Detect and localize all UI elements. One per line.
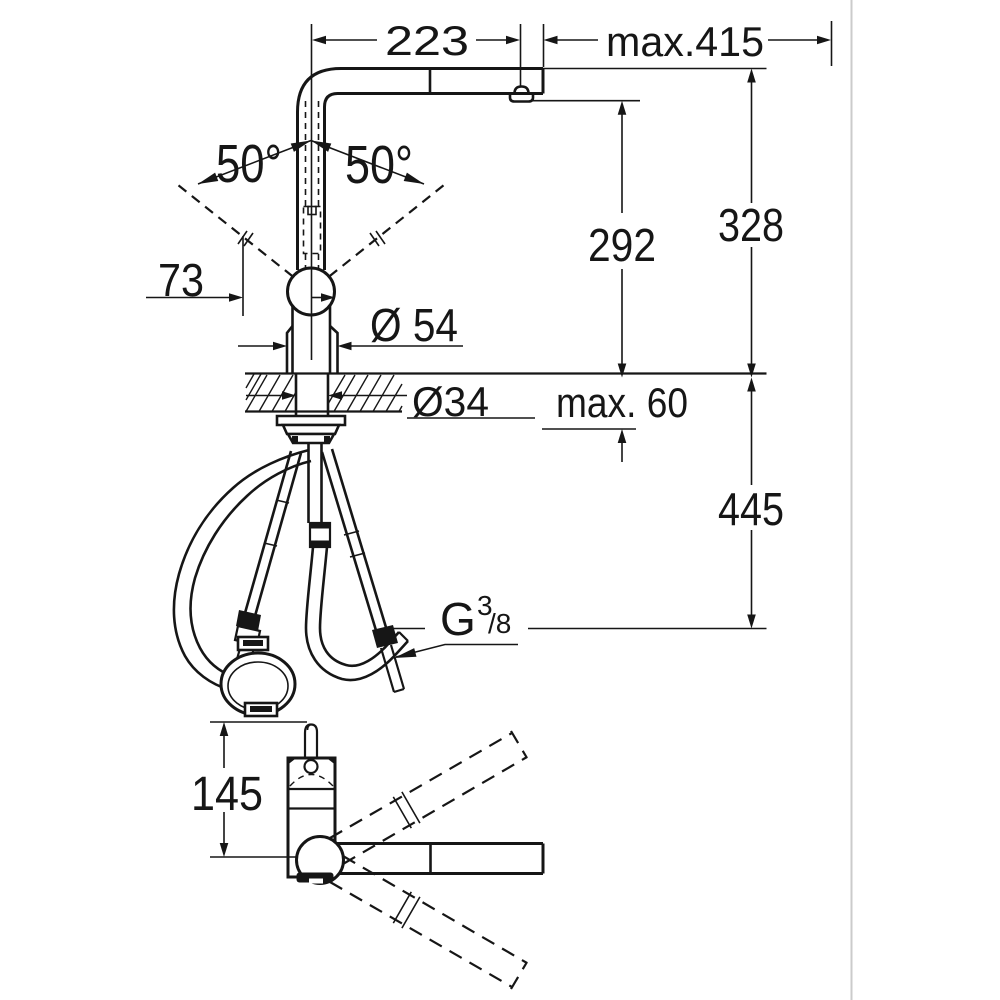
- dim-328: [747, 68, 756, 378]
- dim-d34: [246, 391, 407, 400]
- label-445: 445: [718, 483, 784, 535]
- worktop-hatching: [245, 373, 403, 412]
- label-d54: Ø 54: [370, 299, 458, 351]
- thread-denominator: /8: [488, 608, 511, 639]
- under-counter-hoses: [172, 373, 409, 718]
- thread-leader: [394, 643, 518, 658]
- label-328: 328: [718, 199, 784, 251]
- tailpiece: [307, 443, 323, 523]
- pullout-hose-loop-outer: [172, 448, 310, 692]
- plan-dome-dashed: [289, 773, 334, 787]
- plan-spout-arm: [330, 842, 545, 875]
- body-neck: [285, 305, 339, 373]
- spout-inner-edge: [323, 92, 543, 270]
- label-thread: G 3 /8: [440, 590, 511, 645]
- label-50-right: 50°: [345, 135, 413, 195]
- nozzle: [508, 85, 535, 103]
- inner-hose-clip: [307, 205, 317, 216]
- hose-connector: [308, 521, 332, 549]
- angle-line-right: [310, 139, 425, 185]
- label-223: 223: [385, 17, 469, 64]
- pullout-hose-loop-inner: [189, 459, 312, 679]
- faucet-outline: [285, 67, 545, 373]
- lever-left-break: [237, 230, 254, 247]
- extension-lines: [242, 21, 833, 630]
- supply-hose-left: [233, 450, 303, 664]
- pullout-hose-center: [304, 546, 409, 682]
- lever-left-dashed: [177, 184, 294, 278]
- dim-145: [210, 721, 320, 858]
- dim-445: [747, 377, 756, 629]
- plan-base-notch: [309, 878, 323, 884]
- spout-outer-edge: [296, 67, 543, 270]
- label-292: 292: [588, 219, 656, 271]
- handle-swing: [177, 139, 445, 278]
- label-145: 145: [191, 768, 263, 821]
- inner-hose-dashed: [302, 101, 322, 268]
- supply-hose-right: [320, 448, 406, 694]
- lever-right-break: [369, 230, 386, 247]
- dim-223-max415: [312, 35, 831, 45]
- plan-base-band: [296, 872, 334, 883]
- plan-view: 145: [191, 721, 545, 990]
- plan-swing-lower: [329, 855, 528, 990]
- dim-292: [617, 100, 627, 378]
- worktop-section: [245, 372, 767, 413]
- hose-weight: [219, 635, 297, 718]
- label-d34: Ø34: [412, 378, 489, 425]
- shank: [294, 373, 330, 416]
- dim-max60: [617, 429, 627, 462]
- label-50-left: 50°: [216, 134, 282, 194]
- lever-right-dashed: [328, 184, 445, 278]
- label-max60: max. 60: [556, 379, 688, 426]
- dim-d54: [238, 341, 463, 351]
- plan-swing-upper: [329, 730, 528, 865]
- side-view: 223 max.415 50° 50° 73 Ø 54 Ø34 max. 60 …: [146, 17, 833, 718]
- label-73: 73: [158, 254, 204, 306]
- dim-73: [146, 293, 335, 302]
- angle-line-left: [197, 139, 312, 185]
- thread-letter: G: [440, 593, 476, 645]
- handle-ball: [286, 266, 336, 317]
- plan-screw: [303, 758, 319, 775]
- thread-numerator: 3: [477, 590, 493, 621]
- label-max415: max.415: [606, 18, 764, 65]
- mounting-nut: [275, 414, 347, 445]
